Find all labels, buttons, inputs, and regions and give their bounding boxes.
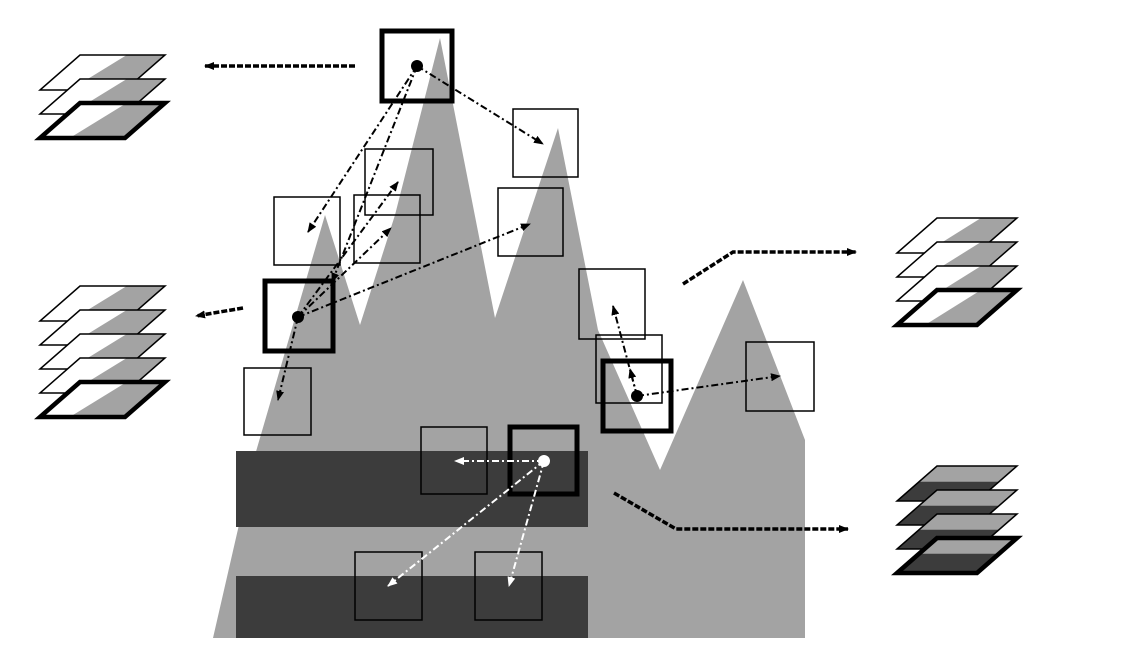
anchor-dot <box>292 311 304 323</box>
patch-window <box>364 148 434 216</box>
dashed-arrow-icon <box>416 65 544 145</box>
dark-band-lower <box>236 576 588 638</box>
layer-stack-icon <box>34 285 171 420</box>
patch-window <box>354 551 423 621</box>
dashed-arrow-icon <box>331 65 418 283</box>
layer-stack-icon <box>34 54 171 141</box>
layer-stacks <box>34 54 1023 576</box>
patch-window <box>745 341 815 412</box>
dashed-arrow-icon <box>613 491 849 533</box>
layer-stack-icon <box>891 465 1023 576</box>
patch-window <box>353 194 421 264</box>
anchor-dot <box>411 60 423 72</box>
dashed-arrow-icon <box>682 248 857 286</box>
anchor-dot <box>631 390 643 402</box>
anchor-window-top <box>379 28 455 104</box>
stack-layer <box>34 379 171 420</box>
patch-window <box>273 196 341 266</box>
dark-band-upper <box>236 451 588 527</box>
dashed-arrow-icon <box>297 181 399 318</box>
layer-stack-icon <box>891 217 1023 328</box>
anchor-dots <box>292 60 643 467</box>
anchor-dot <box>538 455 550 467</box>
patch-window <box>595 334 663 404</box>
patch-window <box>243 367 312 436</box>
output-arrows <box>195 62 857 533</box>
patch-window <box>578 268 646 340</box>
patch-window <box>512 108 579 178</box>
dashed-arrow-icon <box>297 223 531 318</box>
dashed-arrow-icon <box>276 316 299 401</box>
dashed-arrow-icon <box>387 460 545 587</box>
anchor-window-left <box>262 278 336 354</box>
stack-layer <box>34 100 171 141</box>
dashed-arrow-icon <box>297 227 392 318</box>
dashed-arrow-icon <box>636 373 781 397</box>
band-arrows <box>387 457 545 587</box>
patch-window <box>497 187 564 257</box>
patch-window <box>474 551 543 621</box>
dashed-arrow-icon <box>307 65 418 233</box>
dashed-arrow-icon <box>507 460 545 587</box>
anchor-window-right <box>600 358 674 434</box>
stack-layer <box>891 535 1023 576</box>
stack-layer <box>891 287 1023 328</box>
